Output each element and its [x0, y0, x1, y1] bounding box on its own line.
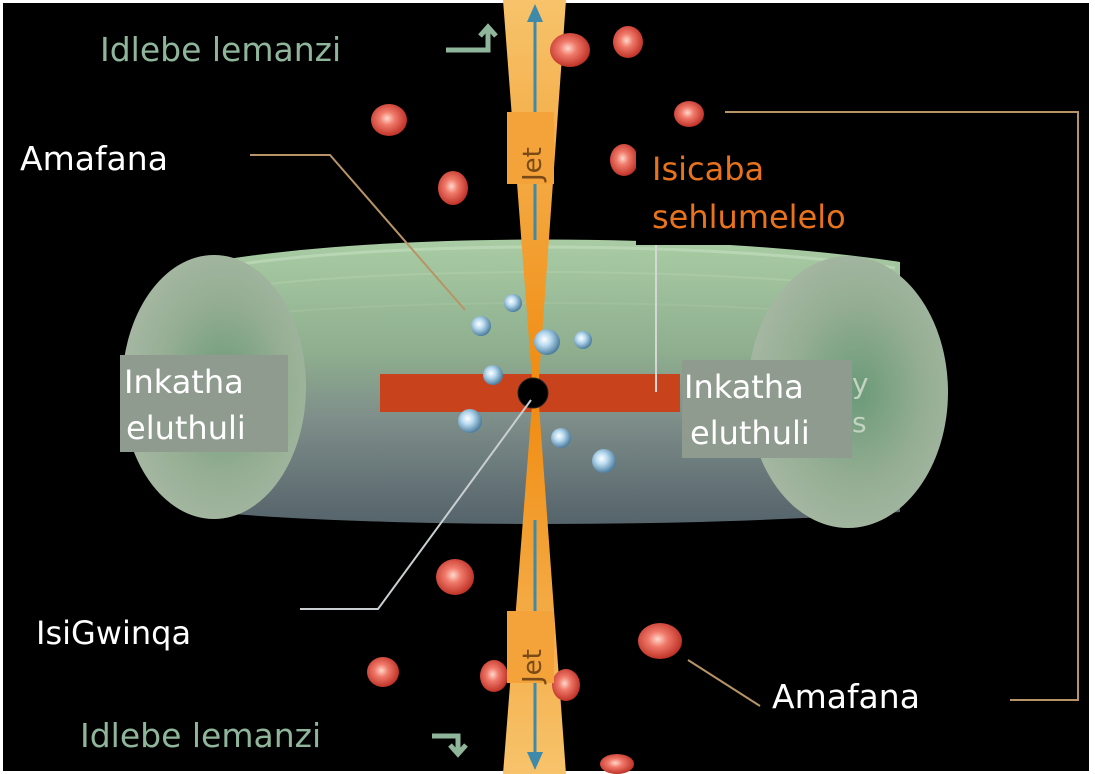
label-left-torus-line2: eluthuli — [126, 409, 246, 447]
label-amafana-bottom: Amafana — [772, 677, 920, 716]
label-outflow-bottom: Idlebe lemanzi — [80, 716, 321, 755]
label-isigwinqa: IsiGwinqa — [36, 614, 191, 652]
label-jet-top: Jet — [518, 147, 548, 183]
residual-text-s: s — [852, 406, 867, 439]
label-right-torus-line2: eluthuli — [690, 414, 810, 452]
label-right-torus-line1: Inkatha — [684, 368, 804, 406]
label-amafana-top: Amafana — [20, 139, 168, 178]
label-region-line1: Isicaba — [652, 150, 764, 188]
black-hole — [518, 378, 548, 408]
label-jet-bottom: Jet — [518, 649, 548, 685]
residual-text-y: y — [852, 367, 869, 400]
label-outflow-top: Idlebe lemanzi — [100, 30, 341, 69]
label-left-torus-line1: Inkatha — [124, 363, 244, 401]
label-region-line2: sehlumelelo — [652, 198, 846, 236]
